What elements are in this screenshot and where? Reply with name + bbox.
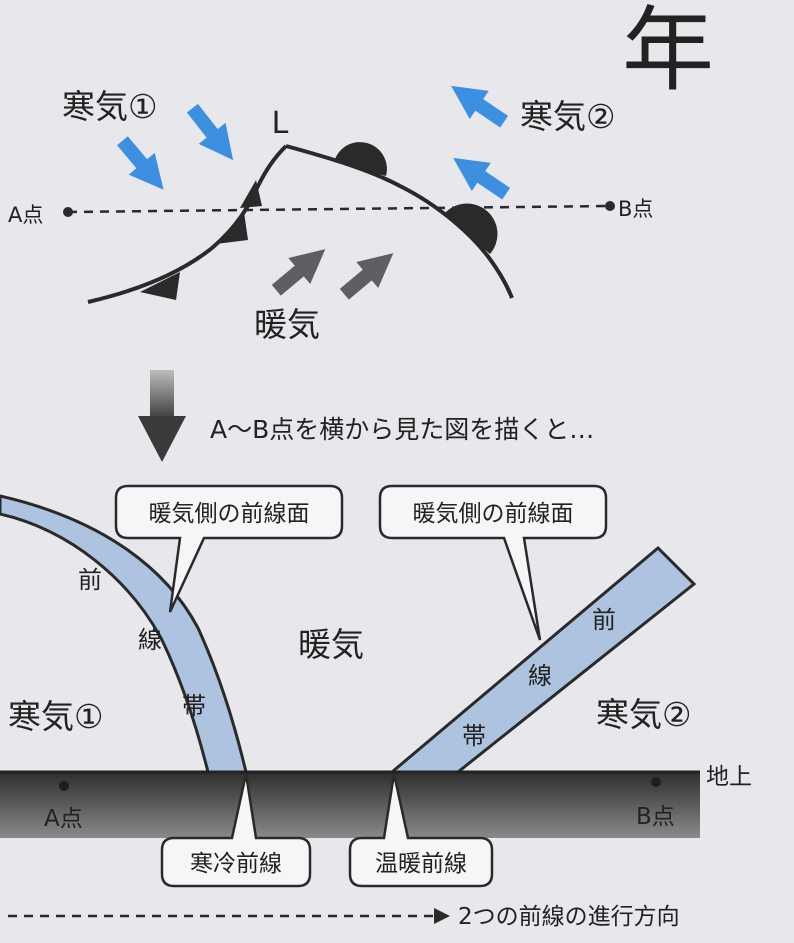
section-caption: A～B点を横から見た図を描くと… xyxy=(210,415,594,444)
point-b-dot-section xyxy=(651,777,661,787)
ground-block xyxy=(0,772,700,838)
warm-front-band xyxy=(387,545,697,774)
low-pressure-label: L xyxy=(272,106,289,141)
warm-air-arrow xyxy=(339,253,394,300)
callout-text-right: 暖気側の前線面 xyxy=(413,501,574,527)
callout-frontal-surface-right: 暖気側の前線面 xyxy=(378,484,608,641)
legend-arrowhead xyxy=(434,908,450,924)
point-a-dot xyxy=(63,207,73,217)
warm-front-label: 温暖前線 xyxy=(375,851,467,877)
cold-air-2-label-section: 寒気② xyxy=(596,695,692,734)
cold-front-triangle xyxy=(216,212,248,244)
point-b-label-top: B点 xyxy=(618,197,653,221)
cold-air-1-label-section: 寒気① xyxy=(8,697,104,736)
warm-band-char: 帯 xyxy=(462,722,486,750)
legend-label: 2つの前線の進行方向 xyxy=(458,904,680,930)
page-corner-glyph: 年 xyxy=(622,0,714,104)
cold-air-2-label-top: 寒気② xyxy=(520,97,616,136)
point-a-label-section: A点 xyxy=(44,806,83,832)
point-b-label-section: B点 xyxy=(636,804,675,830)
cold-front-line xyxy=(87,144,288,304)
callout-text-left: 暖気側の前線面 xyxy=(149,501,310,527)
warm-air-label-top: 暖気 xyxy=(254,305,320,344)
ground-label: 地上 xyxy=(706,764,752,790)
cold-air-arrow xyxy=(117,136,164,190)
warm-band-char: 線 xyxy=(528,662,552,690)
callout-cold-front: 寒冷前線 xyxy=(160,773,312,888)
point-b-dot xyxy=(605,201,615,211)
cold-front-label: 寒冷前線 xyxy=(190,851,282,877)
warm-air-arrow xyxy=(271,249,326,296)
cold-band-char: 帯 xyxy=(182,692,206,720)
warm-front-semicircle xyxy=(334,142,387,176)
cold-band-char: 前 xyxy=(78,566,102,594)
warm-air-label-section: 暖気 xyxy=(298,625,364,664)
warm-front-semicircle xyxy=(444,203,498,254)
cold-band-char: 線 xyxy=(138,626,162,654)
direction-legend: 2つの前線の進行方向 xyxy=(8,904,680,930)
cold-air-arrow xyxy=(453,157,511,200)
cold-air-1-label-top: 寒気① xyxy=(62,87,158,126)
cold-front-triangle xyxy=(140,272,180,300)
cold-air-arrow xyxy=(451,85,509,128)
transition-down-arrow xyxy=(138,370,186,462)
ab-section-line xyxy=(67,204,611,214)
callout-frontal-surface-left: 暖気側の前線面 xyxy=(114,484,344,613)
warm-band-char: 前 xyxy=(592,606,616,634)
point-a-label-top: A点 xyxy=(8,203,43,227)
point-a-dot-section xyxy=(59,781,69,791)
cold-air-arrow xyxy=(186,103,234,161)
callout-warm-front: 温暖前線 xyxy=(348,773,494,888)
cold-front-triangle xyxy=(240,180,262,208)
